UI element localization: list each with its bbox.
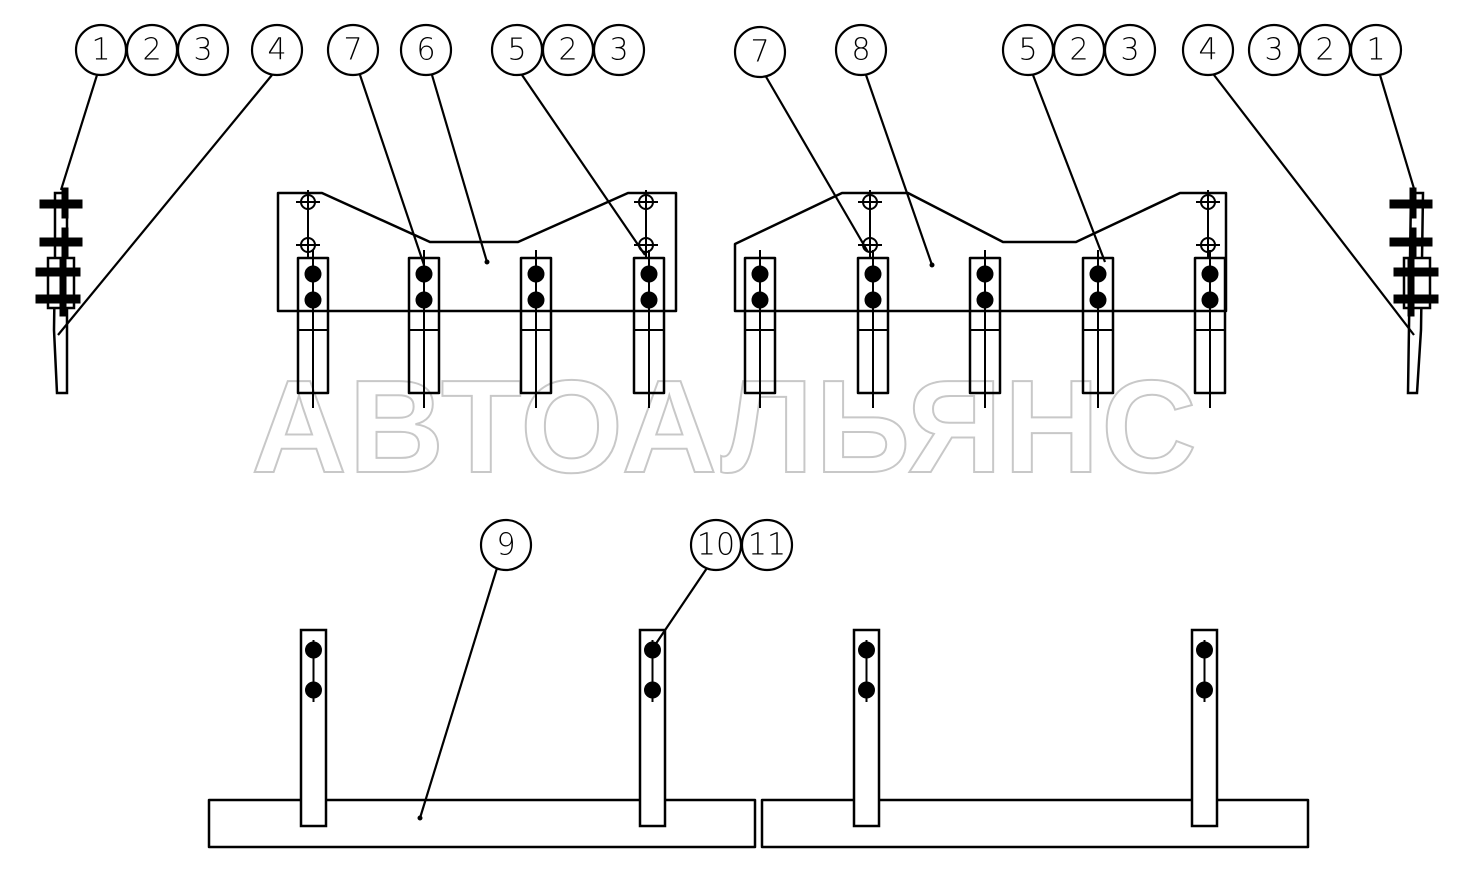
- svg-text:9: 9: [496, 528, 515, 563]
- bottom-bar-right: [760, 798, 1310, 849]
- svg-text:7: 7: [343, 33, 362, 68]
- callout-1-right: 1: [1349, 23, 1403, 77]
- bracket-plate-8: [733, 190, 1228, 313]
- callout-7-left: 7: [326, 23, 380, 77]
- callout-1-left: 1: [74, 23, 128, 77]
- clamp-strips-left: [296, 250, 666, 408]
- svg-text:3: 3: [1264, 33, 1283, 68]
- callout-7-right: 7: [733, 25, 787, 79]
- svg-text:3: 3: [609, 33, 628, 68]
- svg-text:11: 11: [748, 528, 786, 563]
- svg-text:6: 6: [416, 33, 435, 68]
- svg-text:7: 7: [750, 35, 769, 70]
- callout-5-2-left: 2: [541, 23, 595, 77]
- callout-8: 8: [834, 23, 888, 77]
- callout-5-right: 5: [1001, 23, 1055, 77]
- bottom-bar-left: [207, 798, 757, 849]
- callout-4-left: 4: [250, 23, 304, 77]
- callout-11: 11: [740, 518, 794, 572]
- callout-5-3-left: 3: [592, 23, 646, 77]
- svg-text:2: 2: [1069, 33, 1088, 68]
- callout-3-right: 3: [1247, 23, 1301, 77]
- svg-text:2: 2: [142, 33, 161, 68]
- svg-text:5: 5: [507, 33, 526, 68]
- callout-9: 9: [479, 518, 533, 572]
- svg-text:2: 2: [558, 33, 577, 68]
- watermark-text: АВТОАЛЬЯНС: [251, 353, 1198, 500]
- right-side-bracket: [1389, 187, 1439, 395]
- svg-text:10: 10: [697, 528, 735, 563]
- callout-3-left: 3: [176, 23, 230, 77]
- callout-5-2-right: 2: [1052, 23, 1106, 77]
- callout-2-right: 2: [1298, 23, 1352, 77]
- svg-text:3: 3: [1120, 33, 1139, 68]
- callout-5-3-right: 3: [1103, 23, 1157, 77]
- svg-text:2: 2: [1315, 33, 1334, 68]
- clamp-strips-right: [743, 250, 1227, 408]
- svg-text:5: 5: [1018, 33, 1037, 68]
- callout-10: 10: [689, 518, 743, 572]
- svg-text:8: 8: [851, 33, 870, 68]
- svg-text:4: 4: [1198, 33, 1217, 68]
- svg-text:4: 4: [267, 33, 286, 68]
- svg-text:1: 1: [91, 33, 110, 68]
- bottom-uprights: [299, 628, 1219, 828]
- svg-text:1: 1: [1366, 33, 1385, 68]
- callout-4-right: 4: [1181, 23, 1235, 77]
- callout-2-left: 2: [125, 23, 179, 77]
- leader-lines: [57, 74, 1417, 819]
- callout-6: 6: [399, 23, 453, 77]
- svg-text:3: 3: [193, 33, 212, 68]
- left-side-bracket: [35, 187, 83, 395]
- bracket-plate-6: [276, 190, 678, 313]
- callout-5-left: 5: [490, 23, 544, 77]
